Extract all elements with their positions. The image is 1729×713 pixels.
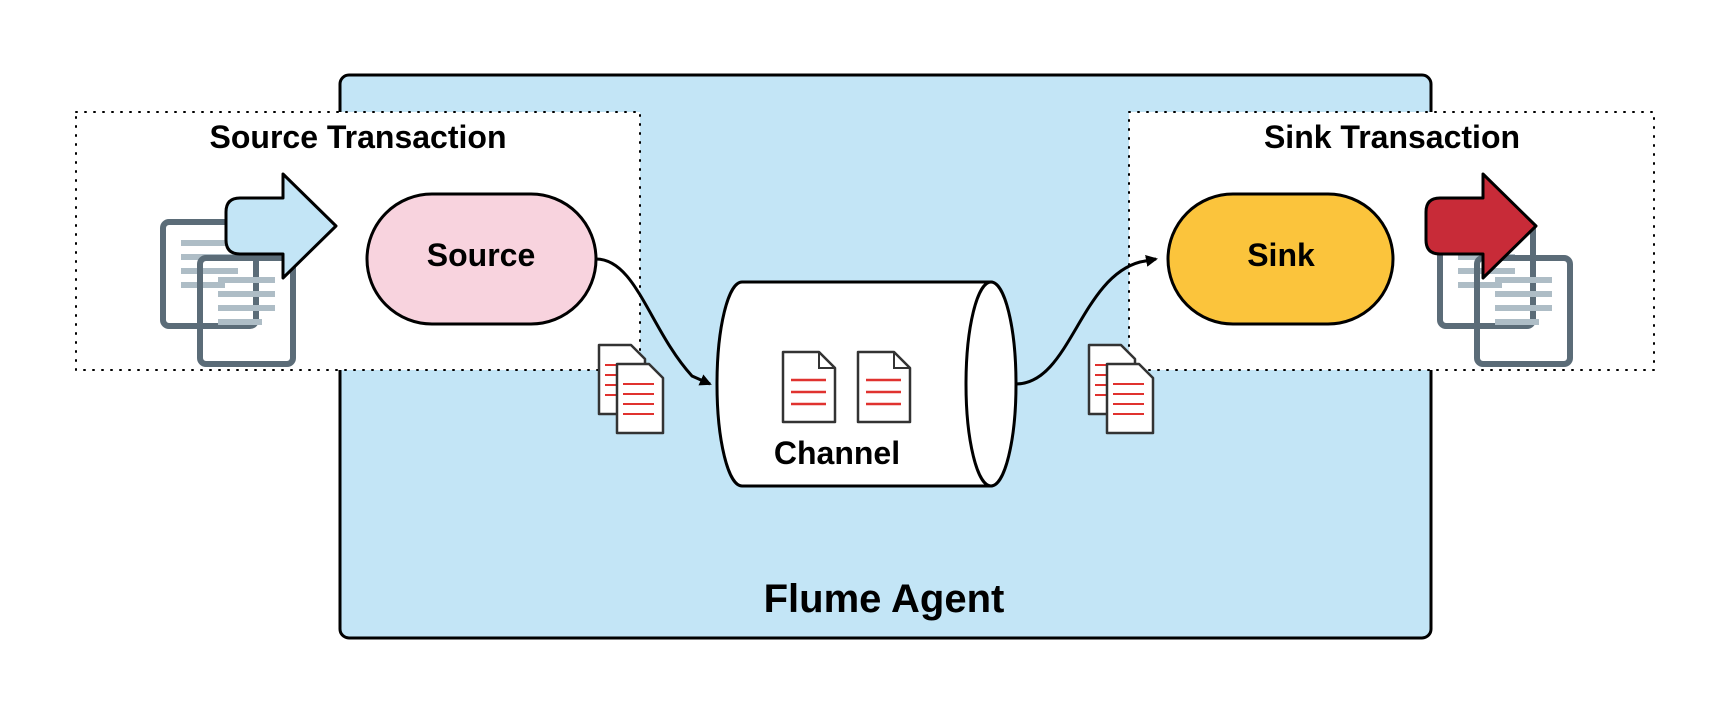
flume-agent-title: Flume Agent [764, 577, 1005, 621]
channel-node [715, 280, 1018, 488]
source-to-channel-connector [595, 257, 712, 386]
file-icon [781, 350, 837, 424]
file-icon [856, 350, 912, 424]
arrow-right-icon [1424, 172, 1538, 280]
event-files-icon [597, 343, 665, 435]
channel-to-sink-connector [1015, 254, 1158, 386]
source-label: Source [427, 237, 535, 273]
source-transaction-title: Source Transaction [210, 119, 507, 155]
event-files-icon [1087, 343, 1155, 435]
channel-label: Channel [774, 435, 900, 471]
sink-node [1166, 192, 1395, 326]
arrow-right-icon [224, 172, 338, 280]
sink-transaction-title: Sink Transaction [1264, 119, 1520, 155]
sink-label: Sink [1247, 237, 1315, 273]
